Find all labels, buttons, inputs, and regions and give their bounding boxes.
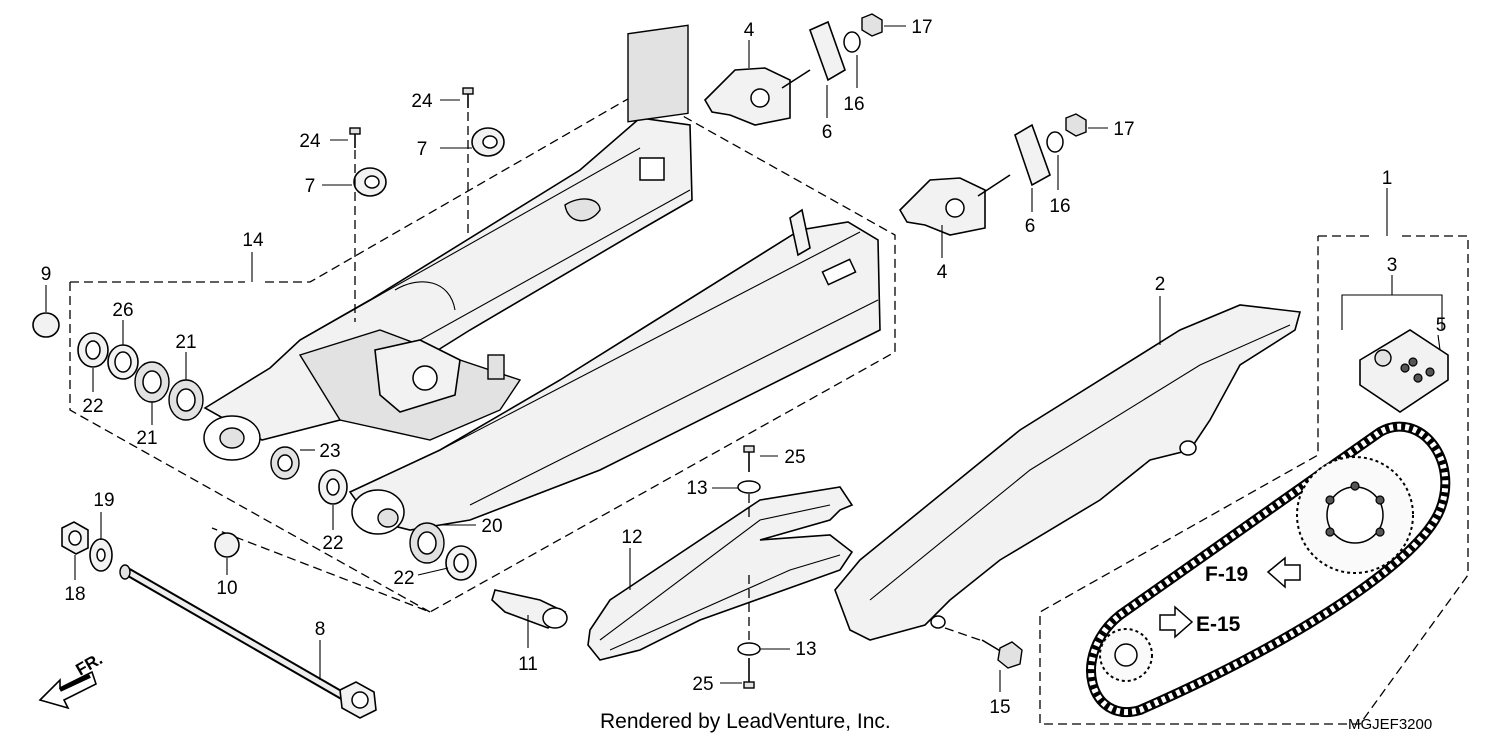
bolt-15-guide (944, 627, 981, 641)
callout-3: 3 (1387, 255, 1398, 276)
callout-22-right: 22 (393, 568, 414, 589)
callout-2: 2 (1155, 274, 1166, 295)
seal-23 (270, 446, 300, 480)
callout-25-bottom: 25 (692, 674, 713, 695)
callout-21-top: 21 (175, 332, 196, 353)
callout-13-top: 13 (686, 478, 707, 499)
leader-lines (45, 25, 1161, 692)
ref-arrow-e15 (1159, 605, 1194, 639)
seal-26 (107, 344, 139, 380)
callout-1: 1 (1382, 168, 1393, 189)
clamp-7-right (471, 127, 505, 157)
adjuster-plate-upper (808, 20, 846, 82)
callout-23: 23 (319, 441, 340, 462)
bolt-25-bottom (743, 658, 755, 689)
swingarm-group-box (69, 91, 896, 613)
callout-10: 10 (216, 578, 237, 599)
callout-4-upper: 4 (744, 20, 755, 41)
washer-19 (89, 538, 113, 572)
washer-13-bottom (737, 642, 761, 656)
callout-22-left: 22 (82, 396, 103, 417)
chain-adjuster-lower (898, 174, 1011, 236)
ref-arrow-f19 (1266, 556, 1301, 589)
washer-13-top (737, 480, 761, 494)
callout-15: 15 (989, 697, 1010, 718)
pivot-bolt-8 (119, 564, 377, 719)
bolt-15 (981, 639, 1023, 669)
callout-12: 12 (621, 527, 642, 548)
callout-11: 11 (518, 654, 538, 675)
front-direction-arrow-icon (38, 670, 97, 710)
callout-22-mid: 22 (322, 533, 343, 554)
callout-14: 14 (242, 230, 264, 251)
callout-21-bottom: 21 (136, 428, 157, 449)
collar-10 (214, 532, 240, 558)
callout-5: 5 (1436, 315, 1447, 336)
callout-24-left: 24 (299, 131, 321, 152)
bearing-21-outer (168, 379, 204, 421)
rear-sprocket (1296, 456, 1414, 574)
bearing-22-left (77, 332, 109, 368)
clamp-7-left (353, 167, 387, 197)
callout-18: 18 (64, 584, 85, 605)
callout-6-upper: 6 (822, 122, 833, 143)
bearing-21-inner (134, 361, 170, 403)
front-direction-label: FR. (73, 649, 106, 679)
callout-17-upper: 17 (911, 17, 932, 38)
ref-label-e15: E-15 (1196, 613, 1241, 636)
callout-9: 9 (41, 264, 52, 285)
bearing-20 (409, 522, 445, 564)
chain-guard-2 (834, 304, 1302, 641)
callout-20: 20 (481, 516, 502, 537)
bearing-22-mid (318, 469, 348, 505)
nut-17-lower (1065, 113, 1087, 137)
screw-24-right (462, 87, 474, 108)
callout-8: 8 (315, 619, 326, 640)
swingarm (203, 24, 881, 535)
callout-26: 26 (112, 300, 133, 321)
callout-25-top: 25 (784, 447, 805, 468)
spacer-11 (491, 589, 568, 629)
callout-7-left: 7 (305, 176, 316, 197)
callout-7-right: 7 (417, 139, 428, 160)
bracket-3 (1341, 294, 1443, 330)
diagram-code: MGJEF3200 (1348, 716, 1433, 733)
bolt-25-top (743, 445, 755, 472)
washer-16-lower (1046, 131, 1064, 153)
chain-slider-12 (587, 486, 854, 661)
drive-chain-group-box (1039, 235, 1469, 725)
collar-9 (32, 312, 60, 338)
front-sprocket (1099, 628, 1153, 682)
callout-4-lower: 4 (937, 262, 948, 283)
callout-labels: 1 2 3 4 4 5 6 6 7 7 8 9 10 11 12 13 13 1… (41, 17, 1447, 718)
nut-18 (61, 521, 89, 555)
callout-6-lower: 6 (1025, 216, 1036, 237)
washer-16-upper (843, 31, 861, 53)
chain-adjuster-upper (703, 67, 811, 126)
screw-24-left (349, 127, 361, 148)
callout-19: 19 (93, 490, 114, 511)
master-link-5 (1359, 329, 1449, 413)
callout-16-lower: 16 (1049, 196, 1070, 217)
credit-text: Rendered by LeadVenture, Inc. (600, 710, 891, 733)
adjuster-plate-lower (1014, 123, 1051, 187)
leader-5 (1437, 334, 1441, 351)
callout-13-bottom: 13 (795, 639, 816, 660)
bearing-22-right (445, 545, 477, 581)
callout-17-lower: 17 (1113, 119, 1134, 140)
nut-17-upper (861, 13, 883, 37)
callout-16-upper: 16 (843, 94, 864, 115)
callout-24-right: 24 (411, 91, 433, 112)
drive-chain (1086, 421, 1451, 717)
ref-label-f19: F-19 (1205, 563, 1248, 586)
